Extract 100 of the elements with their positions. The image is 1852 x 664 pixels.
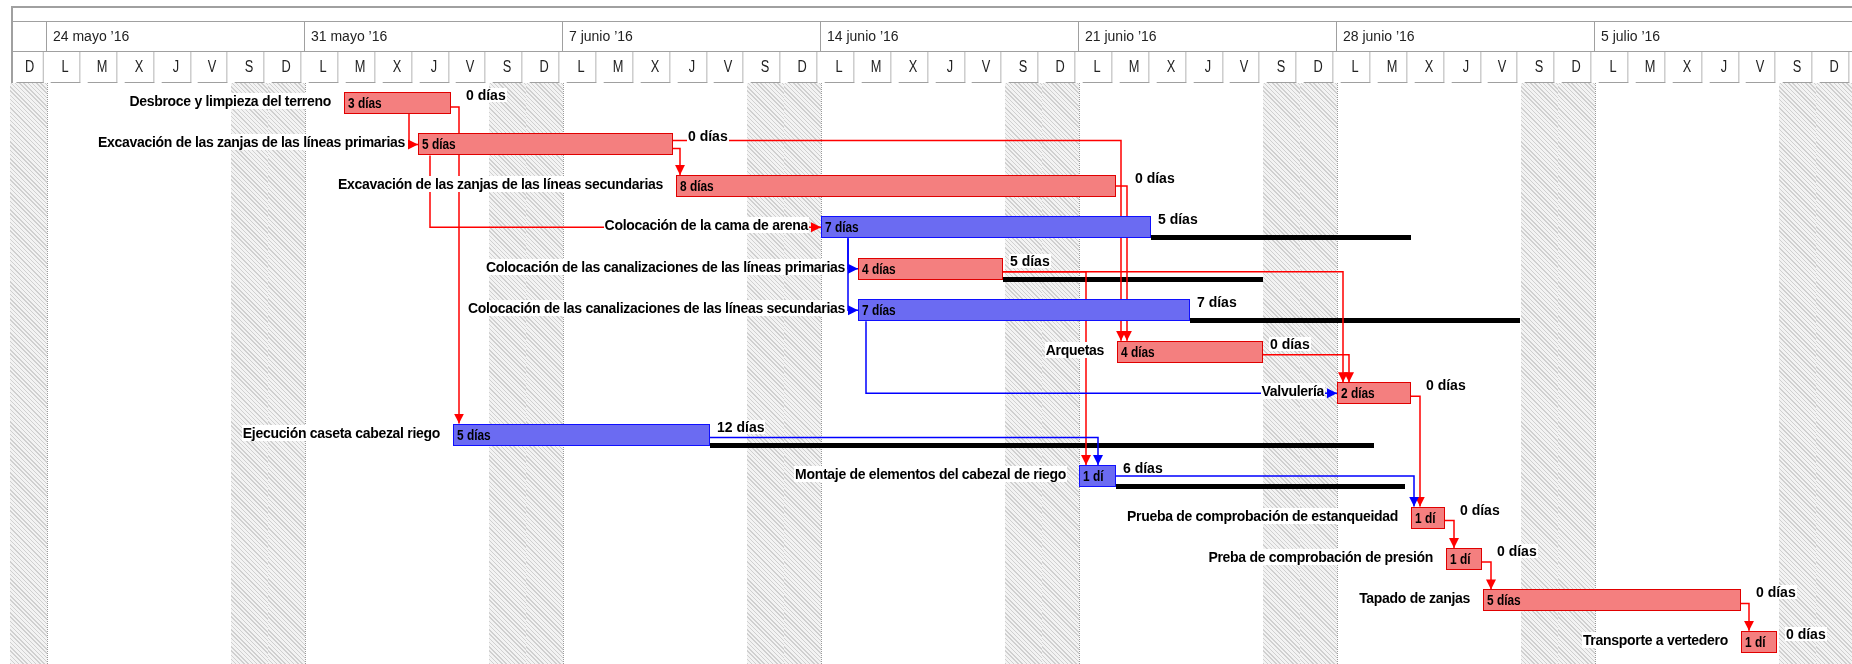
day-header-cell: V bbox=[972, 52, 1002, 83]
dependency-arrow bbox=[672, 147, 685, 176]
day-header-cell: X bbox=[1414, 52, 1444, 83]
task-bar: 1 dí bbox=[1079, 465, 1116, 488]
day-header-cell: D bbox=[1819, 52, 1850, 83]
week-header-cell: 7 junio ’16 bbox=[563, 21, 821, 52]
dependency-arrow bbox=[408, 113, 419, 150]
task-bar: 5 días bbox=[418, 133, 673, 156]
slack-duration: 0 días bbox=[465, 88, 507, 102]
task-name: Valvulería bbox=[1260, 383, 1325, 400]
week-header-cell: 31 mayo ’16 bbox=[305, 21, 563, 52]
task-name: Desbroce y limpieza del terreno bbox=[128, 93, 332, 109]
day-header-cell: J bbox=[161, 52, 191, 83]
dependency-arrow bbox=[1444, 519, 1459, 549]
day-header-cell: L bbox=[1082, 52, 1113, 83]
day-header-cell: V bbox=[714, 52, 744, 83]
day-header-cell: L bbox=[308, 52, 339, 83]
day-header-cell: J bbox=[935, 52, 965, 83]
day-header-cell: J bbox=[1193, 52, 1223, 83]
day-header-cell: V bbox=[1746, 52, 1776, 83]
task-bar: 1 dí bbox=[1446, 547, 1482, 570]
task-name: Ejecución caseta cabezal riego bbox=[241, 424, 441, 441]
task-bar: 1 dí bbox=[1741, 630, 1777, 653]
day-header-cell: D bbox=[1561, 52, 1592, 83]
week-header-cell: 14 junio ’16 bbox=[821, 21, 1079, 52]
task-name: Colocación de las canalizaciones de las líneas primarias bbox=[484, 258, 846, 275]
task-name: Montaje de elementos del cabezal de riego bbox=[794, 466, 1067, 483]
slack-duration: 7 días bbox=[1196, 295, 1238, 310]
day-header-cell: L bbox=[566, 52, 597, 83]
day-header-cell: L bbox=[824, 52, 855, 83]
dependency-arrow bbox=[450, 106, 464, 425]
task-bar: 4 días bbox=[858, 257, 1003, 280]
day-header-cell: X bbox=[382, 52, 412, 83]
day-header-cell: S bbox=[1782, 52, 1813, 83]
task-bar: 2 días bbox=[1337, 382, 1411, 405]
dependency-arrow bbox=[1262, 353, 1354, 383]
day-header-cell: D bbox=[271, 52, 302, 83]
day-header-cell: M bbox=[1635, 52, 1665, 83]
week-header-cell: 5 julio ’16 bbox=[1595, 21, 1852, 52]
day-header-cell: S bbox=[1266, 52, 1297, 83]
day-header-cell: S bbox=[1008, 52, 1039, 83]
day-header-cell: L bbox=[50, 52, 81, 83]
dependency-arrow bbox=[709, 436, 1103, 466]
day-header-cell: X bbox=[898, 52, 928, 83]
day-header-cell: V bbox=[1230, 52, 1260, 83]
slack-duration: 0 días bbox=[1134, 170, 1176, 185]
task-bar: 5 días bbox=[453, 423, 710, 446]
day-header-cell: L bbox=[1340, 52, 1371, 83]
slack-duration: 0 días bbox=[687, 129, 729, 144]
task-bar: 5 días bbox=[1483, 589, 1741, 612]
day-header-cell: M bbox=[1119, 52, 1149, 83]
day-header-cell: V bbox=[456, 52, 486, 83]
day-header-cell: D bbox=[787, 52, 818, 83]
day-header-cell: L bbox=[1598, 52, 1629, 83]
slack-duration: 12 días bbox=[716, 419, 766, 434]
task-bar: 8 días bbox=[676, 174, 1116, 197]
day-header-cell: M bbox=[87, 52, 117, 83]
day-header-cell: S bbox=[492, 52, 523, 83]
day-header-cell: X bbox=[1156, 52, 1186, 83]
task-name: Colocación de las canalizaciones de las líneas secundarias bbox=[466, 300, 846, 317]
task-bar: 1 dí bbox=[1411, 506, 1445, 529]
task-name: Tapado de zanjas bbox=[1358, 590, 1471, 607]
day-header-cell: D bbox=[529, 52, 560, 83]
task-name: Excavación de las zanjas de las líneas secundarias bbox=[336, 175, 664, 192]
task-bar: 7 días bbox=[858, 299, 1190, 322]
task-name: Transporte a vertedero bbox=[1581, 631, 1729, 648]
task-bar: 3 días bbox=[344, 92, 451, 114]
day-header-cell: V bbox=[198, 52, 228, 83]
day-header-cell: X bbox=[1672, 52, 1702, 83]
slack-duration: 0 días bbox=[1755, 585, 1797, 600]
dependency-arrow bbox=[865, 320, 1338, 399]
dependency-arrow bbox=[1410, 395, 1425, 508]
slack-duration: 5 días bbox=[1157, 212, 1199, 227]
day-header-cell: J bbox=[677, 52, 707, 83]
day-header-cell: D bbox=[1045, 52, 1076, 83]
dependency-arrow bbox=[1481, 561, 1496, 591]
day-header-cell: S bbox=[234, 52, 265, 83]
day-header-cell: X bbox=[124, 52, 154, 83]
task-bar: 7 días bbox=[821, 216, 1151, 239]
day-header-cell: D bbox=[16, 52, 44, 83]
slack-duration: 6 días bbox=[1122, 461, 1164, 476]
dependency-arrow bbox=[1740, 602, 1754, 632]
week-header-cell: 21 junio ’16 bbox=[1079, 21, 1337, 52]
dependency-arrow bbox=[1115, 475, 1419, 508]
day-header-cell: M bbox=[345, 52, 375, 83]
task-bar: 4 días bbox=[1117, 340, 1263, 363]
day-header-cell: X bbox=[640, 52, 670, 83]
day-header-cell: M bbox=[861, 52, 891, 83]
slack-duration: 0 días bbox=[1496, 543, 1538, 558]
task-name: Prueba de comprobación de estanqueidad bbox=[1126, 507, 1399, 524]
task-name: Preba de comprobación de presión bbox=[1207, 548, 1434, 565]
task-name: Excavación de las zanjas de las líneas primarias bbox=[97, 134, 406, 151]
week-header-cell: 28 junio ’16 bbox=[1337, 21, 1595, 52]
slack-duration: 0 días bbox=[1459, 502, 1501, 517]
task-name: Colocación de la cama de arena bbox=[603, 217, 809, 234]
day-header-cell: S bbox=[1524, 52, 1555, 83]
week-header-cell: 24 mayo ’16 bbox=[47, 21, 305, 52]
day-header-cell: M bbox=[603, 52, 633, 83]
day-header-cell: V bbox=[1488, 52, 1518, 83]
day-header-cell: J bbox=[419, 52, 449, 83]
